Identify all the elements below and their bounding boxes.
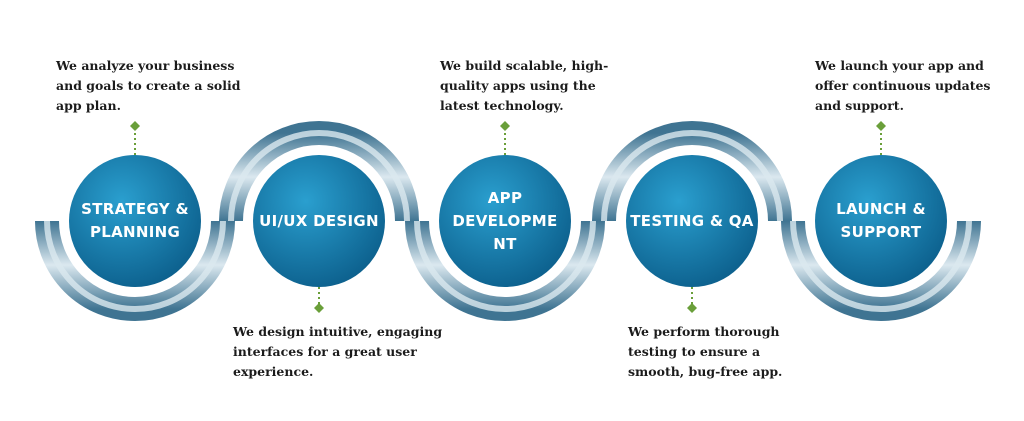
step-title-design: UI/UX DESIGN (259, 211, 379, 230)
ribbon-highlight-development (414, 220, 596, 312)
step-title-development: APP DEVELOPME NT (452, 188, 558, 253)
ribbon-highlight-design (228, 130, 410, 222)
connector-layer (130, 121, 886, 313)
step-description-testing: We perform thorough testing to ensure a … (628, 324, 783, 379)
step-circle-design (253, 155, 385, 287)
circle-layer (69, 155, 947, 287)
step-circle-development (439, 155, 571, 287)
step-description-launch: We launch your app and offer continuous … (815, 58, 991, 113)
step-title-testing: TESTING & QA (630, 211, 754, 230)
connector-diamond-testing (687, 303, 697, 313)
ribbon-highlight-testing (601, 130, 783, 222)
ribbon-highlight-strategy (44, 220, 226, 312)
step-title-launch: LAUNCH & SUPPORT (836, 200, 926, 241)
ribbon-highlight-launch (790, 220, 972, 312)
connector-diamond-design (314, 303, 324, 313)
step-title-strategy: STRATEGY & PLANNING (81, 200, 189, 241)
step-description-strategy: We analyze your business and goals to cr… (56, 58, 241, 113)
step-circle-strategy (69, 155, 201, 287)
step-circle-testing (626, 155, 758, 287)
step-description-development: We build scalable, high- quality apps us… (440, 58, 609, 113)
ribbon-layer (35, 121, 981, 321)
connector-diamond-launch (876, 121, 886, 131)
connector-diamond-strategy (130, 121, 140, 131)
connector-diamond-development (500, 121, 510, 131)
step-description-design: We design intuitive, engaging interfaces… (233, 324, 443, 379)
step-circle-launch (815, 155, 947, 287)
